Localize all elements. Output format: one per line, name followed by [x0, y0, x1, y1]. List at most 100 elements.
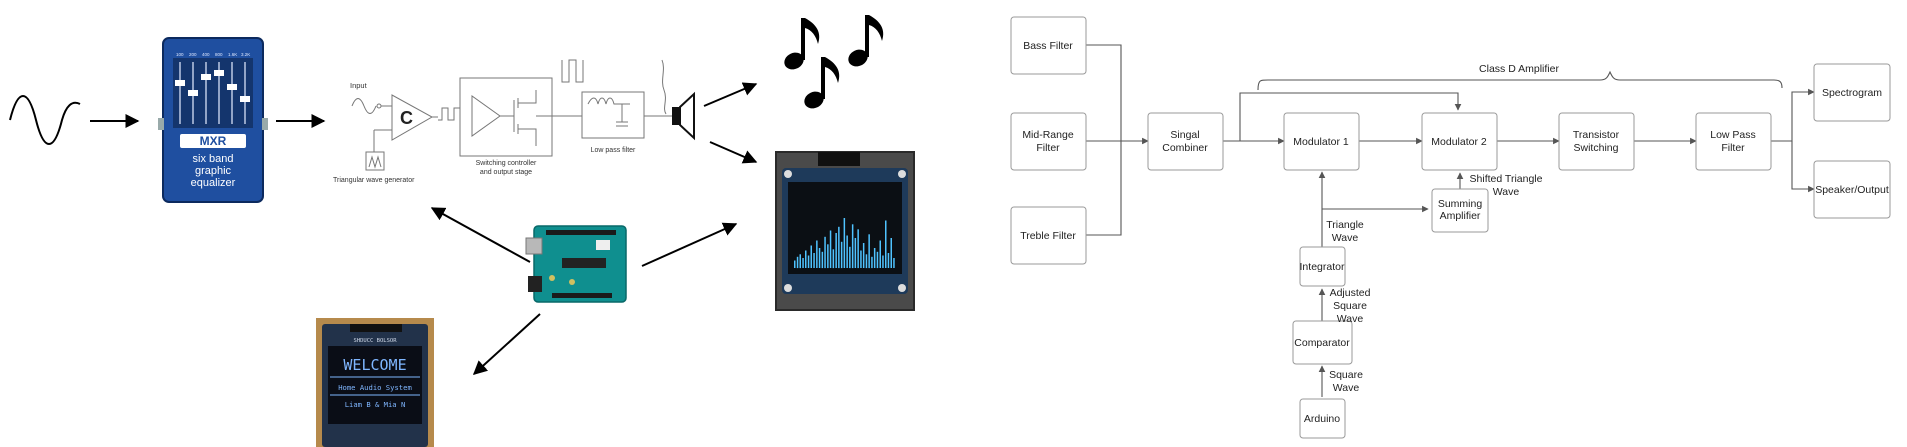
spectrum-bar — [890, 238, 892, 268]
speaker-output-box — [1813, 160, 1891, 219]
arduino-label: Arduino — [1304, 413, 1340, 425]
switching-label-1: Switching controller — [476, 160, 537, 167]
low-pass-filter-box — [1695, 112, 1772, 171]
spectrum-bar — [794, 260, 796, 268]
shifted-triangle-label: Wave — [1493, 186, 1520, 198]
triangle-wave-label: Triangle — [1326, 219, 1364, 231]
spectrum-bar — [821, 251, 824, 269]
oled-welcome-screen — [328, 346, 422, 424]
spectrum-bar — [832, 249, 835, 269]
classd-label: Class D Amplifier — [1479, 63, 1559, 75]
switching-label-2: and output stage — [480, 169, 532, 176]
spectrum-bar — [882, 255, 884, 268]
spectrum-bars — [794, 218, 895, 269]
spectrum-bar — [876, 251, 879, 269]
switching-stage-box — [459, 77, 553, 157]
arrow-arduino-to-spectrum — [641, 222, 738, 267]
summing-amplifier-box — [1431, 188, 1489, 233]
square-wave-label: Square — [1329, 369, 1363, 381]
spectrum-bar — [865, 254, 868, 269]
pedal-logo-plate — [180, 134, 246, 148]
spectrum-bar — [829, 230, 832, 268]
mid-filter-box — [1010, 112, 1087, 171]
combiner-label: Singal — [1170, 129, 1199, 141]
spectrum-bar — [893, 258, 895, 268]
spectrum-bar — [879, 240, 881, 268]
adjusted-square-label: Square — [1333, 300, 1367, 312]
transistor-switching-box — [1558, 112, 1635, 171]
spectrum-bar — [873, 248, 876, 268]
comparator-label: Comparator — [1294, 337, 1350, 349]
welcome-display-photo: SHDUCC BOLSOR WELCOME Home Audio System … — [316, 318, 434, 447]
modulator-2-box — [1421, 112, 1498, 171]
low-pass-label: Filter — [1721, 142, 1745, 154]
speaker-output-label: Speaker/Output — [1815, 184, 1889, 196]
pedal-sliders — [173, 58, 253, 128]
spectrum-bar — [799, 254, 801, 269]
band-label: 800 — [215, 52, 223, 57]
adjusted-square-label: Adjusted — [1330, 287, 1371, 299]
wire-combiner-to-mod2 — [1239, 92, 1462, 141]
spectrum-bar — [846, 235, 848, 268]
pedal-text-line: six band — [193, 153, 234, 165]
band-label: 400 — [202, 52, 210, 57]
comparator-box — [1292, 320, 1353, 365]
wire-to-spectrogram — [1771, 88, 1815, 142]
lowpass-sketch-label: Low pass filter — [591, 147, 636, 154]
oled-welcome-title: WELCOME — [343, 356, 406, 374]
oled-header: SHDUCC BOLSOR — [353, 338, 397, 344]
band-label: 100 — [176, 52, 184, 57]
adjusted-square-label: Wave — [1337, 313, 1364, 325]
spectrum-bar — [827, 244, 829, 269]
modulator-1-box — [1283, 112, 1360, 171]
comparator-letter: C — [400, 108, 413, 128]
spectrum-bar — [871, 256, 873, 269]
sine-wave-icon — [9, 95, 81, 145]
spectrogram-box — [1813, 63, 1891, 122]
low-pass-label: Low Pass — [1710, 129, 1756, 141]
spectrum-bar — [796, 256, 799, 269]
input-label: Input — [350, 81, 368, 90]
bass-filter-label: Bass Filter — [1023, 40, 1073, 52]
summing-label: Summing — [1438, 198, 1483, 210]
spectrum-bar — [860, 250, 862, 268]
spectrogram-label: Spectrogram — [1822, 87, 1882, 99]
triangle-wave-label: Wave — [1332, 232, 1359, 244]
arrow-arduino-to-sketch — [430, 207, 531, 263]
shifted-triangle-label: Shifted Triangle — [1470, 173, 1543, 185]
pedal-text-line: equalizer — [191, 177, 236, 189]
spectrum-bar — [816, 240, 818, 268]
oled-welcome-line2: Liam B & Mia N — [345, 400, 406, 409]
summing-label: Amplifier — [1440, 210, 1481, 222]
spectrum-display-photo — [775, 151, 915, 311]
spectrum-bar — [838, 226, 840, 269]
spectrum-bar — [802, 258, 804, 268]
band-label: 1.6K — [228, 52, 237, 57]
arrow-to-music — [703, 82, 758, 107]
arrow-to-spectrum-display — [709, 141, 758, 164]
signal-combiner-box — [1147, 112, 1224, 171]
spectrum-bar — [824, 236, 826, 269]
spectrum-bar — [885, 220, 887, 268]
band-label: 200 — [189, 52, 197, 57]
band-label: 3.2K — [241, 52, 250, 57]
spectrum-bar — [857, 229, 859, 269]
spectrum-bar — [810, 245, 812, 268]
spectrum-bar — [854, 238, 857, 268]
arduino-box — [1299, 398, 1346, 439]
mid-filter-label: Mid-Range — [1022, 129, 1074, 141]
spectrum-bar — [843, 218, 846, 268]
wire-to-speaker — [1791, 141, 1815, 193]
spectrum-bar — [807, 255, 810, 268]
music-notes-icon — [784, 15, 884, 109]
spectrum-bar — [851, 224, 854, 269]
combiner-label: Combiner — [1162, 142, 1208, 154]
bass-filter-box — [1010, 16, 1087, 75]
modulator-1-label: Modulator 1 — [1293, 136, 1349, 148]
modulator-2-label: Modulator 2 — [1431, 136, 1487, 148]
pedal-logo: MXR — [200, 134, 227, 148]
wire-filter-bus — [1086, 44, 1122, 236]
classd-sketch: Input C Triangular wave generator Switch… — [333, 59, 695, 184]
spectrum-bar — [840, 241, 843, 269]
